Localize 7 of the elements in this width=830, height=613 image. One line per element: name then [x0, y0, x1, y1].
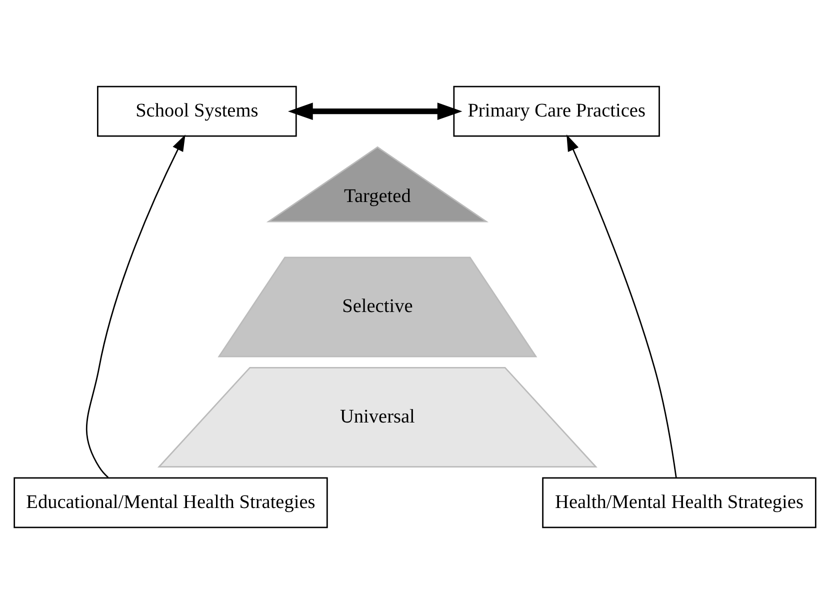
- node-box: School Systems: [97, 85, 297, 136]
- node-box: Health/Mental Health Strategies: [542, 476, 816, 528]
- arrow: [566, 134, 677, 478]
- node-box: Educational/Mental Health Strategies: [14, 476, 328, 528]
- arrow: [86, 134, 186, 478]
- arrow: [288, 102, 462, 120]
- node-box: Primary Care Practices: [453, 85, 660, 136]
